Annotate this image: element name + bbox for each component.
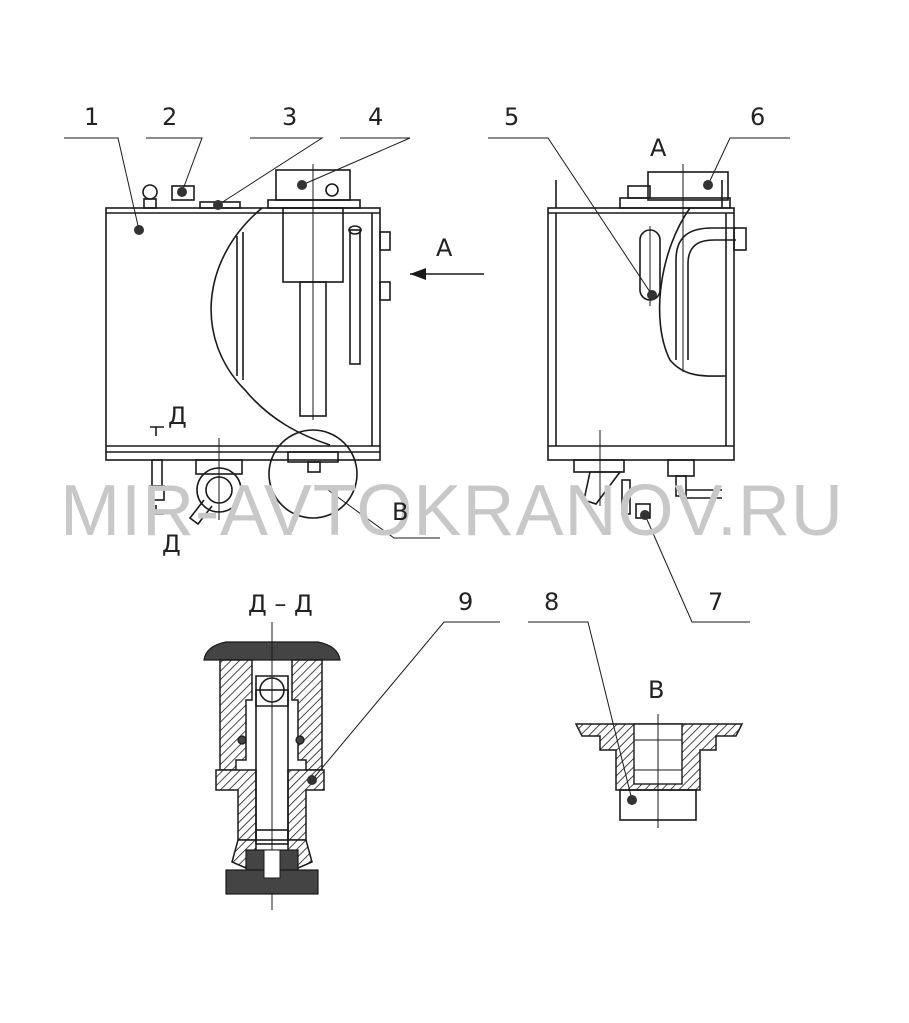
cutaway-edge-side bbox=[658, 207, 727, 377]
callout-2: 2 bbox=[162, 103, 177, 131]
view-b-circle-label: B bbox=[392, 498, 408, 526]
view-b-detail-label: B bbox=[648, 676, 664, 704]
cutaway-edge bbox=[210, 207, 331, 446]
callout-3: 3 bbox=[282, 103, 297, 131]
callout-6: 6 bbox=[750, 103, 765, 131]
section-mark-bottom: Д bbox=[162, 530, 181, 558]
detail-b bbox=[528, 621, 744, 828]
tank-body-side bbox=[547, 207, 735, 461]
side-view-a bbox=[488, 137, 790, 623]
view-a-arrow-label: A bbox=[436, 234, 453, 262]
callout-7: 7 bbox=[708, 588, 723, 616]
view-a-label: A bbox=[650, 134, 667, 162]
section-d-d bbox=[203, 621, 500, 910]
detail-b-circle bbox=[268, 429, 358, 519]
callout-5: 5 bbox=[504, 103, 519, 131]
callout-1: 1 bbox=[84, 103, 99, 131]
front-view bbox=[64, 137, 484, 539]
section-mark-top: Д bbox=[168, 402, 187, 430]
watermark-text: MIR-AVTOKRANOV.RU bbox=[60, 471, 844, 551]
callout-8: 8 bbox=[544, 588, 559, 616]
section-title: Д – Д bbox=[248, 590, 313, 618]
callout-9: 9 bbox=[458, 588, 473, 616]
tank-body-front bbox=[105, 207, 381, 461]
callout-4: 4 bbox=[368, 103, 383, 131]
